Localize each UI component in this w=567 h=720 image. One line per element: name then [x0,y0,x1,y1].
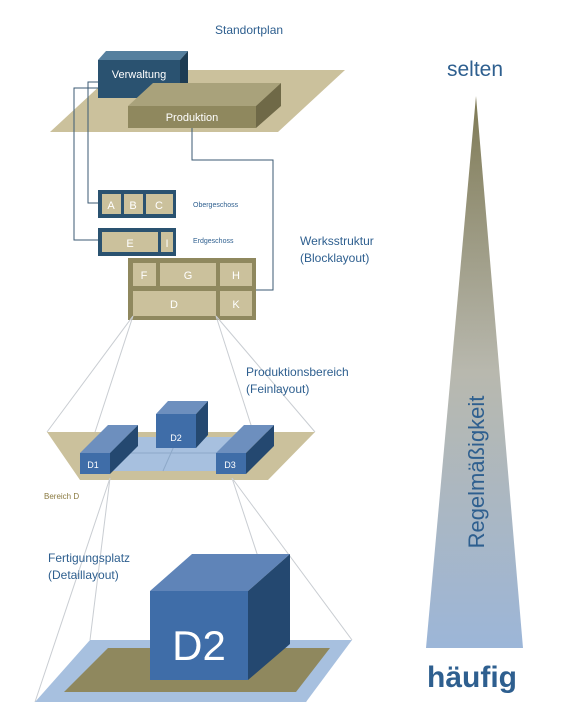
cell-i: I [165,238,168,250]
ground-floor-block: E I [98,228,176,256]
block-layout: F G H D K [128,258,256,320]
regularity-axis-label: Regelmäßigkeit [464,396,489,549]
production-label: Produktion [166,112,219,124]
cell-f: F [141,270,148,282]
cell-e: E [126,238,133,250]
block-d1: D1 [80,425,138,474]
block-d2-large: D2 [150,554,290,680]
frequent-label: häufig [427,661,517,694]
regularity-wedge [426,96,523,648]
d1-label: D1 [87,460,99,470]
cell-d: D [170,299,178,311]
block-d3: D3 [216,425,274,474]
production-building: Produktion [128,83,281,128]
site-plan-title: Standortplan [215,23,283,37]
production-area-title: Produktionsbereich [246,365,349,379]
works-structure-title: Werksstruktur [300,234,374,248]
rare-label: selten [447,58,503,81]
connector-lines [73,81,274,291]
workstation-subtitle: (Detaillayout) [48,568,119,582]
cell-k: K [232,299,240,311]
d3-label: D3 [224,460,236,470]
workstation-title: Fertigungsplatz [48,551,130,565]
block-d2-small: D2 [156,401,208,448]
cell-c: C [155,200,163,212]
cell-g: G [184,270,193,282]
upper-floor-label: Obergeschoss [193,202,239,209]
cell-a: A [107,200,115,212]
admin-label: Verwaltung [112,69,166,81]
d2-small-label: D2 [170,433,182,443]
upper-floor-block: A B C [98,190,176,218]
cell-b: B [129,200,136,212]
production-area-subtitle: (Feinlayout) [246,382,309,396]
d2-large-label: D2 [172,622,226,669]
works-structure-subtitle: (Blocklayout) [300,251,369,265]
cell-h: H [232,270,240,282]
area-d-label: Bereich D [44,492,79,501]
ground-floor-label: Erdgeschoss [193,238,234,245]
